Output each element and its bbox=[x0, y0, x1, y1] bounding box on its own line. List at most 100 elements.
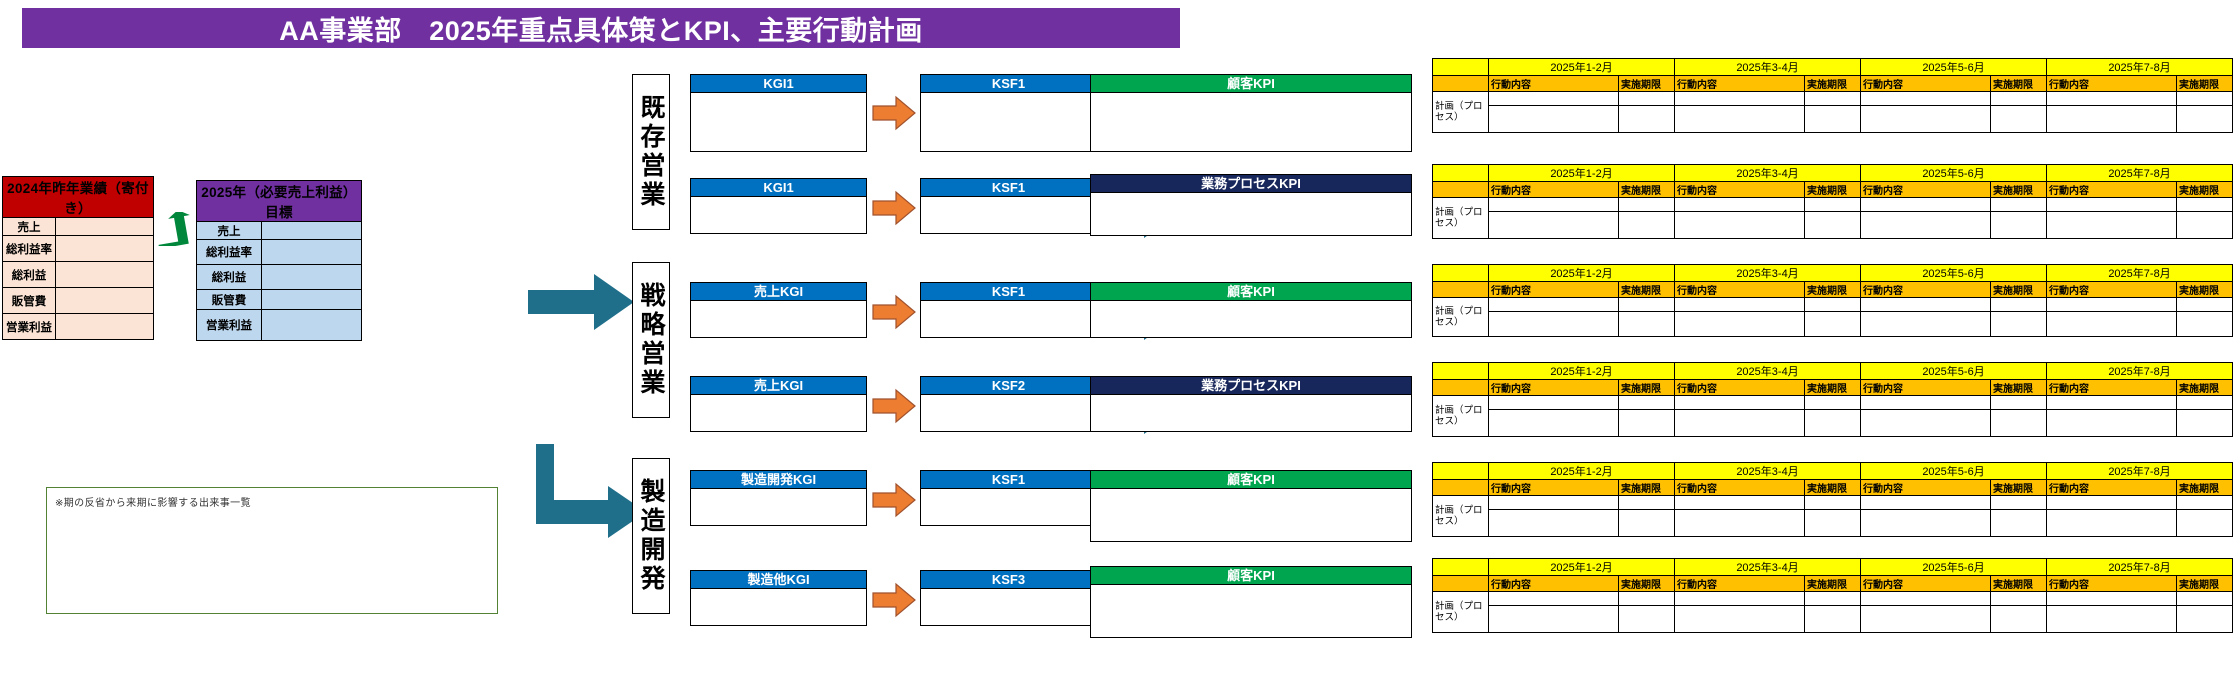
kgi-box-6[interactable]: 製造他KGI bbox=[690, 570, 867, 626]
plan-1-cell[interactable] bbox=[1804, 91, 1861, 106]
row-value-uriage[interactable] bbox=[55, 217, 154, 236]
plan-5-cell[interactable] bbox=[2046, 495, 2177, 510]
plan-5-cell[interactable] bbox=[1674, 509, 1805, 537]
plan-4-cell[interactable] bbox=[1618, 409, 1675, 437]
plan-1-cell[interactable] bbox=[1990, 91, 2047, 106]
kpi-box-2[interactable]: 業務プロセスKPI bbox=[1090, 174, 1412, 236]
plan-2-cell[interactable] bbox=[1804, 197, 1861, 212]
plan-3-cell[interactable] bbox=[1674, 297, 1805, 312]
plan-6-cell[interactable] bbox=[1618, 605, 1675, 633]
plan-5-cell[interactable] bbox=[1618, 509, 1675, 537]
plan-6-cell[interactable] bbox=[1804, 591, 1861, 606]
plan-5-cell[interactable] bbox=[1618, 495, 1675, 510]
plan-6-cell[interactable] bbox=[1488, 605, 1619, 633]
ksf-box-6[interactable]: KSF3 bbox=[920, 570, 1097, 626]
plan-5-cell[interactable] bbox=[1990, 509, 2047, 537]
plan-5-cell[interactable] bbox=[1804, 509, 1861, 537]
plan-4-cell[interactable] bbox=[2046, 409, 2177, 437]
plan-2-cell[interactable] bbox=[1804, 211, 1861, 239]
plan-1-cell[interactable] bbox=[1488, 105, 1619, 133]
plan-2-cell[interactable] bbox=[2046, 211, 2177, 239]
plan-1-cell[interactable] bbox=[2046, 91, 2177, 106]
plan-6-cell[interactable] bbox=[1860, 605, 1991, 633]
plan-table-2[interactable]: 2025年1-2月 2025年3-4月 2025年5-6月 2025年7-8月 … bbox=[1432, 164, 2233, 239]
plan-2-cell[interactable] bbox=[1674, 197, 1805, 212]
kgi-box-1[interactable]: KGI1 bbox=[690, 74, 867, 152]
kpi-box-5[interactable]: 顧客KPI bbox=[1090, 470, 1412, 542]
plan-3-cell[interactable] bbox=[1990, 311, 2047, 337]
plan-5-cell[interactable] bbox=[1674, 495, 1805, 510]
goal-row-value-gross-profit[interactable] bbox=[261, 264, 362, 290]
plan-6-cell[interactable] bbox=[2046, 591, 2177, 606]
row-value-operating-profit[interactable] bbox=[55, 313, 154, 340]
plan-6-cell[interactable] bbox=[1488, 591, 1619, 606]
plan-5-cell[interactable] bbox=[1860, 495, 1991, 510]
plan-4-cell[interactable] bbox=[2176, 409, 2233, 437]
plan-1-cell[interactable] bbox=[1804, 105, 1861, 133]
plan-6-cell[interactable] bbox=[1804, 605, 1861, 633]
goal-row-value-sga[interactable] bbox=[261, 289, 362, 310]
kpi-box-6[interactable]: 顧客KPI bbox=[1090, 566, 1412, 638]
ksf-box-5[interactable]: KSF1 bbox=[920, 470, 1097, 526]
plan-4-cell[interactable] bbox=[2176, 395, 2233, 410]
ksf-box-1[interactable]: KSF1 bbox=[920, 74, 1097, 152]
plan-4-cell[interactable] bbox=[1860, 395, 1991, 410]
plan-1-cell[interactable] bbox=[1860, 91, 1991, 106]
plan-3-cell[interactable] bbox=[1990, 297, 2047, 312]
plan-table-3[interactable]: 2025年1-2月 2025年3-4月 2025年5-6月 2025年7-8月 … bbox=[1432, 264, 2233, 337]
row-value-gross-profit[interactable] bbox=[55, 261, 154, 288]
plan-3-cell[interactable] bbox=[1674, 311, 1805, 337]
goal-row-value-operating-profit[interactable] bbox=[261, 309, 362, 341]
plan-2-cell[interactable] bbox=[1990, 197, 2047, 212]
plan-5-cell[interactable] bbox=[1990, 495, 2047, 510]
plan-4-cell[interactable] bbox=[1674, 395, 1805, 410]
plan-1-cell[interactable] bbox=[1618, 105, 1675, 133]
plan-6-cell[interactable] bbox=[1674, 605, 1805, 633]
plan-3-cell[interactable] bbox=[1860, 297, 1991, 312]
plan-4-cell[interactable] bbox=[1990, 395, 2047, 410]
goal-row-value-gross-margin-rate[interactable] bbox=[261, 239, 362, 265]
plan-4-cell[interactable] bbox=[1860, 409, 1991, 437]
plan-3-cell[interactable] bbox=[1618, 297, 1675, 312]
plan-5-cell[interactable] bbox=[1860, 509, 1991, 537]
plan-2-cell[interactable] bbox=[1488, 211, 1619, 239]
plan-3-cell[interactable] bbox=[1860, 311, 1991, 337]
plan-1-cell[interactable] bbox=[1674, 105, 1805, 133]
plan-1-cell[interactable] bbox=[1488, 91, 1619, 106]
plan-3-cell[interactable] bbox=[1488, 297, 1619, 312]
plan-2-cell[interactable] bbox=[2176, 211, 2233, 239]
plan-3-cell[interactable] bbox=[2176, 311, 2233, 337]
kpi-box-1[interactable]: 顧客KPI bbox=[1090, 74, 1412, 152]
plan-6-cell[interactable] bbox=[1618, 591, 1675, 606]
plan-6-cell[interactable] bbox=[2176, 591, 2233, 606]
plan-3-cell[interactable] bbox=[2046, 311, 2177, 337]
plan-5-cell[interactable] bbox=[1488, 509, 1619, 537]
plan-table-5[interactable]: 2025年1-2月 2025年3-4月 2025年5-6月 2025年7-8月 … bbox=[1432, 462, 2233, 537]
row-value-gross-margin-rate[interactable] bbox=[55, 235, 154, 262]
plan-5-cell[interactable] bbox=[2176, 509, 2233, 537]
plan-4-cell[interactable] bbox=[1674, 409, 1805, 437]
plan-1-cell[interactable] bbox=[2176, 105, 2233, 133]
kgi-box-5[interactable]: 製造開発KGI bbox=[690, 470, 867, 526]
plan-3-cell[interactable] bbox=[1488, 311, 1619, 337]
plan-4-cell[interactable] bbox=[1804, 395, 1861, 410]
plan-3-cell[interactable] bbox=[2176, 297, 2233, 312]
plan-3-cell[interactable] bbox=[1618, 311, 1675, 337]
ksf-box-3[interactable]: KSF1 bbox=[920, 282, 1097, 338]
plan-table-4[interactable]: 2025年1-2月 2025年3-4月 2025年5-6月 2025年7-8月 … bbox=[1432, 362, 2233, 437]
plan-3-cell[interactable] bbox=[1804, 297, 1861, 312]
plan-4-cell[interactable] bbox=[1990, 409, 2047, 437]
plan-5-cell[interactable] bbox=[1804, 495, 1861, 510]
row-value-sga[interactable] bbox=[55, 287, 154, 314]
plan-table-6[interactable]: 2025年1-2月 2025年3-4月 2025年5-6月 2025年7-8月 … bbox=[1432, 558, 2233, 633]
plan-1-cell[interactable] bbox=[2176, 91, 2233, 106]
plan-6-cell[interactable] bbox=[1990, 605, 2047, 633]
plan-4-cell[interactable] bbox=[1488, 395, 1619, 410]
plan-1-cell[interactable] bbox=[1618, 91, 1675, 106]
plan-5-cell[interactable] bbox=[1488, 495, 1619, 510]
plan-6-cell[interactable] bbox=[1860, 591, 1991, 606]
notes-box[interactable]: ※期の反省から来期に影響する出来事一覧 bbox=[46, 487, 498, 614]
kpi-box-3[interactable]: 顧客KPI bbox=[1090, 282, 1412, 338]
plan-4-cell[interactable] bbox=[1804, 409, 1861, 437]
ksf-box-2[interactable]: KSF1 bbox=[920, 178, 1097, 234]
